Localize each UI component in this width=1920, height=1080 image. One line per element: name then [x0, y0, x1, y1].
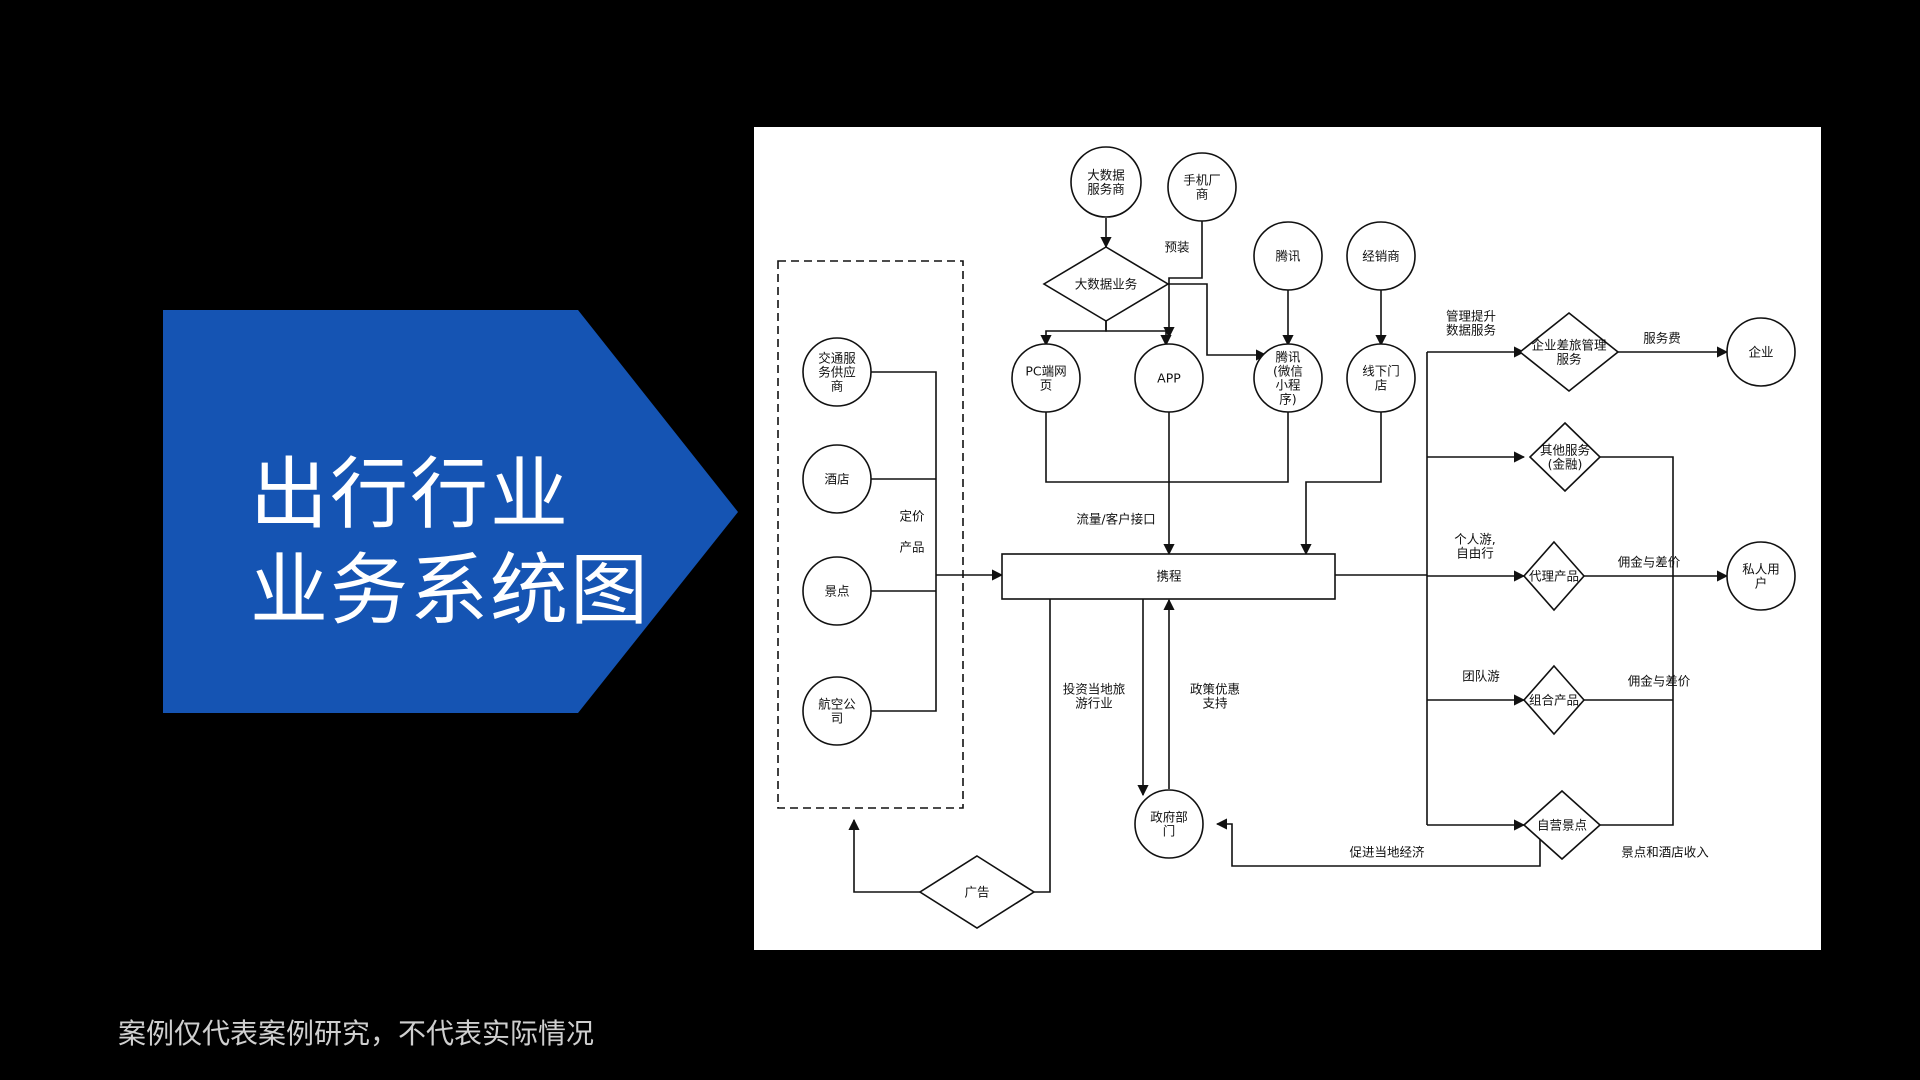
label-advertising: 广告: [964, 885, 989, 900]
label-government: 政府部门: [1150, 810, 1188, 839]
edge-label-group-tour: 团队游: [1462, 669, 1500, 684]
node-pc-web: [1011, 343, 1081, 413]
label-agency-products: 代理产品: [1529, 569, 1579, 584]
label-phone-maker: 手机厂商: [1183, 173, 1221, 202]
edge-label-service-fee: 服务费: [1643, 331, 1681, 346]
node-tencent: [1253, 221, 1323, 291]
edge-label-products: 产品: [899, 540, 924, 555]
label-bigdata-business: 大数据业务: [1075, 277, 1138, 292]
node-other-services: [1528, 421, 1602, 493]
edge-label-scenic-hotel-income: 景点和酒店收入: [1621, 845, 1709, 860]
label-private-user: 私人用户: [1742, 562, 1780, 591]
edge-transport-to-bus: [871, 371, 937, 712]
label-distributor: 经销商: [1362, 249, 1400, 264]
edge-label-commission-1: 佣金与差价: [1618, 555, 1681, 570]
edge-own-to-government: [1215, 818, 1541, 867]
edge-label-invest: 投资当地旅游行业: [1063, 682, 1126, 711]
edge-phone-to-app: [1163, 221, 1203, 339]
node-corporate-travel: [1518, 311, 1620, 393]
title-banner: [163, 310, 738, 713]
node-offline-store: [1346, 343, 1416, 413]
edge-other-to-collector: [1600, 456, 1674, 826]
edge-label-policy: 政策优惠支持: [1190, 682, 1240, 711]
label-airline: 航空公司: [818, 697, 856, 726]
label-other-services: 其他服务(金融): [1540, 443, 1590, 472]
node-bigdata-vendor: [1070, 146, 1142, 218]
footnote-disclaimer: 案例仅代表案例研究，不代表实际情况: [118, 1017, 595, 1050]
edge-ctrip-to-advertising: [1034, 599, 1051, 893]
edge-advertising-to-box: [848, 818, 920, 893]
node-transport-supplier: [802, 337, 872, 407]
edge-store-to-ctrip: [1300, 412, 1382, 556]
node-bigdata-business: [1042, 246, 1170, 322]
business-system-diagram: 大数据服务商 手机厂商 大数据业务 腾讯 经销商 PC端网页 APP 腾讯(微信…: [754, 127, 1821, 950]
edge-business-to-miniprogram: [1147, 283, 1268, 361]
label-bigdata-vendor: 大数据服务商: [1087, 168, 1125, 197]
label-pc-web: PC端网页: [1025, 364, 1066, 393]
node-tencent-miniprogram: [1253, 343, 1323, 413]
label-transport-supplier: 交通服务供应商: [818, 351, 856, 394]
node-distributor: [1346, 221, 1416, 291]
slide-title-line-2: 业务系统图: [250, 546, 651, 636]
node-private-user: [1726, 541, 1796, 611]
edge-pc-miniprogram-join: [1045, 412, 1289, 483]
label-app: APP: [1157, 371, 1181, 386]
label-combo-products: 组合产品: [1529, 693, 1579, 708]
node-combo-products: [1522, 664, 1586, 736]
label-enterprise: 企业: [1748, 345, 1773, 360]
diagram-canvas: 大数据服务商 手机厂商 大数据业务 腾讯 经销商 PC端网页 APP 腾讯(微信…: [777, 146, 1796, 929]
supplier-group-box: [777, 260, 964, 809]
banner-arrow-shape: [163, 310, 738, 713]
edge-label-mgmt-data: 管理提升数据服务: [1446, 309, 1496, 338]
node-phone-maker: [1167, 152, 1237, 222]
label-tencent-miniprogram: 腾讯(微信小程序): [1273, 350, 1303, 407]
node-advertising: [918, 855, 1036, 929]
edge-label-traffic: 流量/客户接口: [1076, 512, 1155, 527]
label-tencent: 腾讯: [1275, 249, 1301, 264]
edge-label-preinstall: 预装: [1164, 240, 1189, 255]
node-hotel: [802, 444, 872, 514]
node-airline: [802, 676, 872, 746]
node-app: [1134, 343, 1204, 413]
label-hotel: 酒店: [824, 472, 849, 487]
label-scenic-spot: 景点: [824, 584, 849, 599]
edge-label-individual: 个人游,自由行: [1454, 532, 1495, 561]
edge-label-local-economy: 促进当地经济: [1349, 845, 1425, 860]
node-scenic-spot: [802, 556, 872, 626]
label-ctrip: 携程: [1156, 569, 1182, 584]
label-own-scenic: 自营景点: [1537, 818, 1587, 833]
edge-label-pricing: 定价: [899, 509, 925, 524]
node-own-scenic: [1522, 789, 1602, 861]
node-enterprise: [1726, 317, 1796, 387]
edge-label-commission-2: 佣金与差价: [1628, 674, 1691, 689]
label-offline-store: 线下门店: [1362, 364, 1400, 393]
node-agency-products: [1522, 540, 1586, 612]
label-corporate-travel: 企业差旅管理服务: [1531, 338, 1607, 367]
node-government: [1134, 789, 1204, 859]
node-ctrip: [1001, 553, 1336, 600]
slide-title-line-1: 出行行业: [250, 450, 571, 540]
